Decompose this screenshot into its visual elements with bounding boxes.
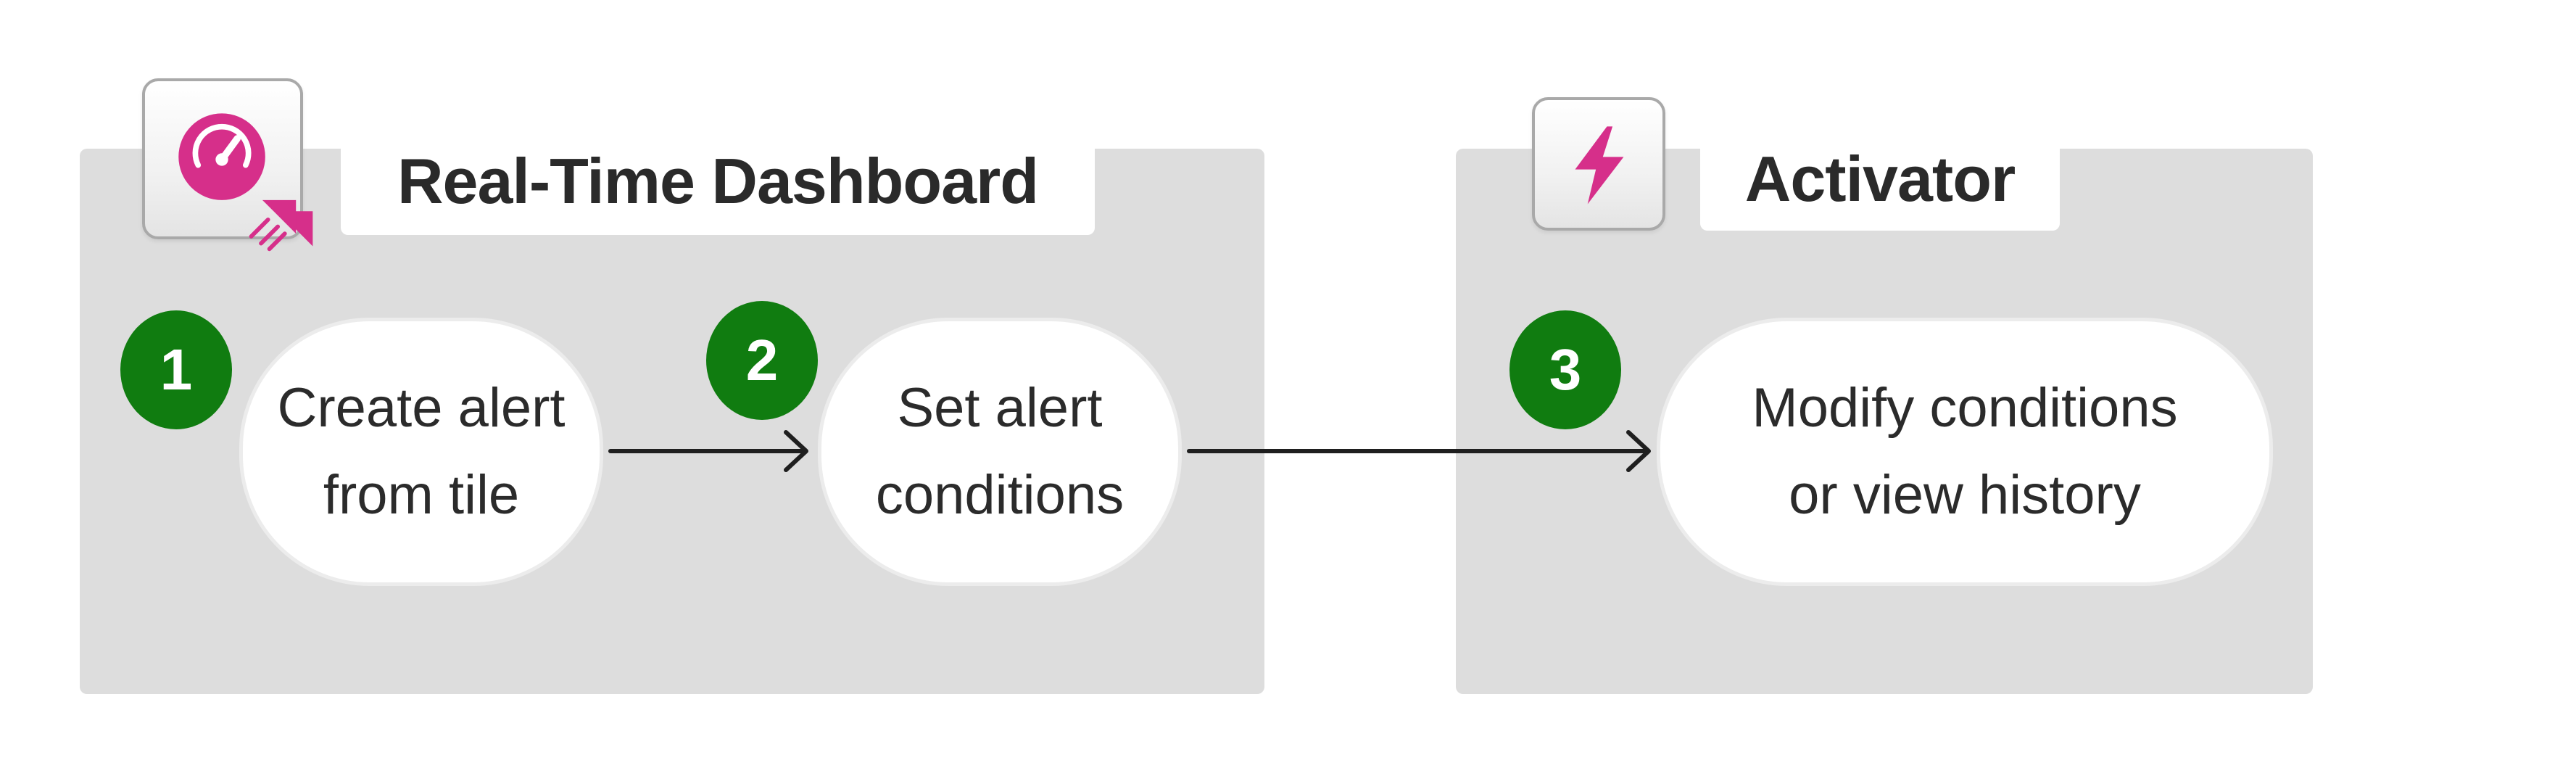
lightning-bolt-icon [1532, 97, 1665, 231]
step-create-alert-from-tile: Create alert from tile [239, 318, 603, 586]
step-set-alert-conditions: Set alert conditions [818, 318, 1182, 586]
step-number-badge: 3 [1509, 310, 1621, 429]
group-title-real-time-dashboard: Real-Time Dashboard [341, 128, 1095, 235]
dashboard-gauge-icon [142, 78, 313, 252]
group-title-activator: Activator [1700, 128, 2060, 231]
step-number-badge: 1 [120, 310, 232, 429]
step-number-badge: 2 [706, 301, 818, 420]
step-modify-conditions: Modify conditions or view history [1657, 318, 2273, 586]
